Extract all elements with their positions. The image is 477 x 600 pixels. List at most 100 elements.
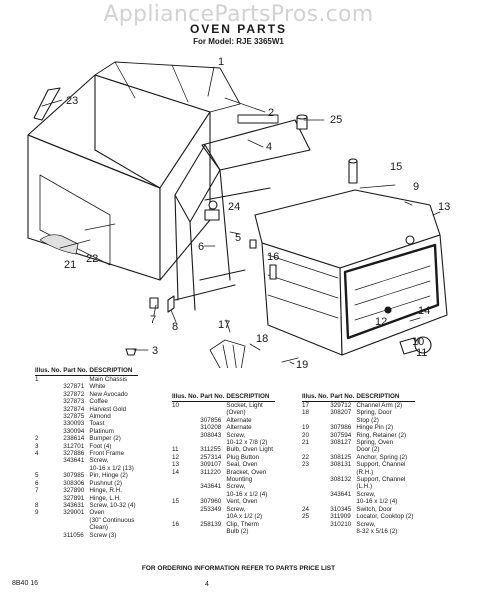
table-row: 6 308306 Pushnut (2) [35,480,138,487]
part-description: Pushnut (2) [89,479,122,487]
callout-17: 17 [218,319,230,331]
illus-number [172,483,200,490]
table-header-row: Illus. No.Part No.DESCRIPTION [35,367,138,376]
part-number: 308132 [330,476,352,484]
part-description: 10-16 x 1/2 (13) [89,464,134,472]
part-number: 253349 [200,505,222,513]
part-number: 308306 [63,479,85,487]
illus-number [172,491,200,498]
callout-5: 5 [235,232,241,244]
part-description: Support, Channel [356,476,406,484]
part-description: Seal, Oven [226,461,258,469]
illus-number [172,528,200,535]
callout-4: 4 [266,141,272,153]
part-description: Oven [89,509,105,517]
illus-number: 25 [302,513,310,521]
document-code: 8B40 16 [12,580,39,587]
part-description: New Avocado [89,390,128,398]
part-description: Harvest Gold [89,405,127,413]
callout-1: 1 [218,56,224,68]
illus-number [172,409,200,416]
part-number: 311255 [200,446,221,454]
part-description: Ring, Retainer (2) [356,431,407,439]
part-description: Mounting [226,476,253,484]
exploded-parts-diagram: 1 2 4 5 6 7 8 9 10 11 12 13 14 15 16 17 … [27,56,450,368]
part-description: Anchor, Spring (2) [356,453,408,461]
part-number: 308127 [330,439,352,447]
callout-13: 13 [438,201,450,213]
part-description: Almond [89,413,111,421]
callout-21: 21 [64,259,76,271]
front-frame-drawing [174,114,311,311]
part-number [63,517,89,524]
part-description: Alternate [226,424,252,432]
part-number: 238614 [63,435,85,443]
part-description: Screw, [356,520,376,528]
illus-number: 4 [35,450,39,458]
column-header: Part No. [200,393,227,402]
part-description: (R.H.) [356,468,374,476]
part-description: Locator, Cooktop (2) [356,513,414,521]
illus-number [302,469,330,476]
part-number: 327874 [63,405,85,413]
part-number: 311220 [200,468,221,476]
callout-24: 24 [228,201,240,213]
part-description: Front Frame [89,450,125,458]
part-number [200,491,226,498]
illus-number: 9 [35,509,39,517]
illus-number [35,524,63,531]
illus-number: 3 [35,442,39,450]
illus-number [302,521,330,528]
illus-number: 7 [35,487,39,495]
part-description: Bumper (2) [89,435,121,443]
part-description: (Oven) [226,409,246,417]
page-number: 4 [205,581,209,588]
illus-number [35,428,63,435]
illus-number: 8 [35,501,39,509]
table-row: 10-16 x 1/2 (13) [35,465,138,472]
illus-number [172,476,200,483]
part-description: Main Chassis [89,376,128,383]
part-description: Screw, [226,431,246,439]
illus-number: 6 [35,479,39,487]
part-description: Spring, Oven [356,439,394,447]
column-header: Part No. [330,393,357,402]
illus-number: 22 [302,453,310,461]
part-number: 343641 [330,490,352,498]
part-number: 310208 [200,424,222,432]
callout-19: 19 [296,359,308,368]
part-description: 8-32 x 5/16 (2) [356,527,398,535]
part-description: Platinum [89,427,114,435]
table-row: 310208 Alternate [172,424,275,431]
illus-number [35,532,63,539]
illus-number [302,476,330,483]
callout-22: 22 [86,253,98,265]
part-number [63,465,89,472]
part-description: Screw, 10-32 (4) [89,501,136,509]
table-row: 10-16 x 1/2 (4) [302,498,415,505]
illus-number [172,506,200,513]
part-description: Bulb, Oven Light [226,446,273,454]
part-number [330,483,356,490]
illus-number: 14 [172,468,180,476]
part-number: 307985 [63,472,85,480]
illus-number [35,495,63,502]
column-header: Part No. [63,367,90,376]
part-number: 329712 [330,402,352,409]
callout-15: 15 [390,161,402,173]
callout-7: 7 [150,314,156,326]
illus-number [302,498,330,505]
part-description: Pin, Hinge (2) [89,472,128,480]
part-description: Screw (3) [89,531,117,539]
illus-number: 19 [302,424,310,432]
